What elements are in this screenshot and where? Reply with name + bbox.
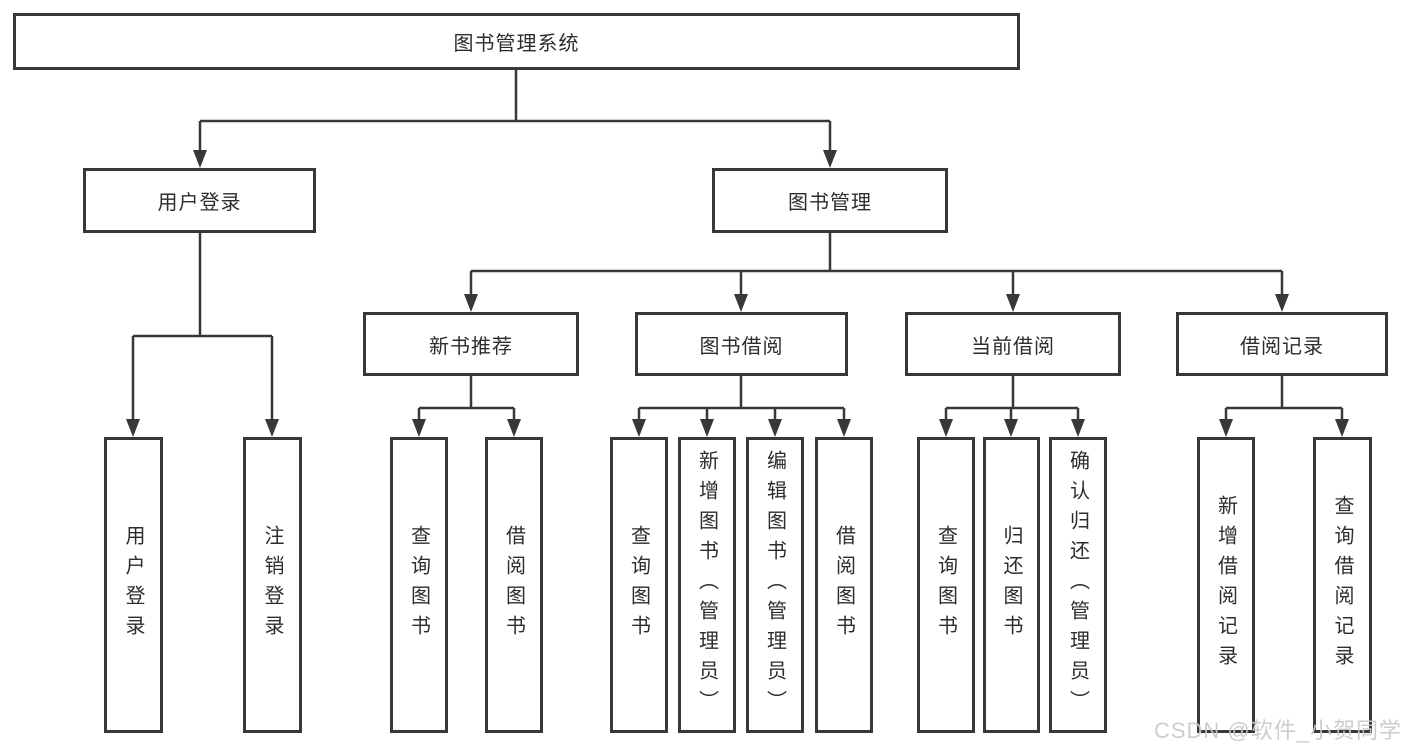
leaf-user-login: 用户登录: [104, 437, 163, 733]
node-user-login: 用户登录: [83, 168, 316, 233]
node-label: 借阅记录: [1240, 335, 1324, 358]
leaf-label: 查询图书: [407, 525, 430, 645]
node-current-borrowing: 当前借阅: [905, 312, 1121, 376]
node-label: 新书推荐: [429, 335, 513, 358]
leaf-borrow-books: 借阅图书: [815, 437, 873, 733]
leaf-return-books: 归还图书: [983, 437, 1040, 733]
leaf-logout: 注销登录: [243, 437, 302, 733]
leaf-label: 编辑图书（管理员）: [763, 450, 786, 720]
node-label: 图书管理: [788, 192, 872, 214]
node-label: 当前借阅: [971, 335, 1055, 358]
leaf-query-books-current: 查询图书: [917, 437, 975, 733]
leaf-label: 借阅图书: [502, 525, 525, 645]
node-book-management: 图书管理: [712, 168, 948, 233]
leaf-add-borrow-record: 新增借阅记录: [1197, 437, 1255, 733]
leaf-label: 新增图书（管理员）: [695, 450, 718, 720]
node-label: 图书借阅: [699, 335, 784, 358]
node-label: 用户登录: [157, 192, 242, 214]
leaf-label: 查询借阅记录: [1331, 495, 1353, 675]
node-book-borrowing: 图书借阅: [635, 312, 848, 376]
node-label: 图书管理系统: [453, 33, 580, 55]
leaf-query-borrow-record: 查询借阅记录: [1313, 437, 1372, 733]
leaf-add-book-admin: 新增图书（管理员）: [678, 437, 736, 733]
leaf-label: 注销登录: [261, 525, 283, 645]
leaf-label: 确认归还（管理员）: [1066, 450, 1089, 720]
leaf-edit-book-admin: 编辑图书（管理员）: [746, 437, 804, 733]
leaf-query-books-recommend: 查询图书: [390, 437, 448, 733]
leaf-label: 新增借阅记录: [1214, 495, 1237, 675]
leaf-label: 归还图书: [1000, 525, 1022, 645]
leaf-borrow-books-recommend: 借阅图书: [485, 437, 543, 733]
leaf-label: 查询图书: [934, 525, 957, 645]
node-new-book-recommend: 新书推荐: [363, 312, 579, 376]
leaf-label: 借阅图书: [832, 525, 855, 645]
node-borrowing-records: 借阅记录: [1176, 312, 1388, 376]
leaf-query-books-borrowing: 查询图书: [610, 437, 668, 733]
leaf-confirm-return-admin: 确认归还（管理员）: [1049, 437, 1107, 733]
leaf-label: 用户登录: [122, 525, 144, 645]
node-library-system: 图书管理系统: [13, 13, 1020, 70]
leaf-label: 查询图书: [627, 525, 650, 645]
csdn-watermark: CSDN @软件_小贺同学: [1153, 718, 1402, 743]
